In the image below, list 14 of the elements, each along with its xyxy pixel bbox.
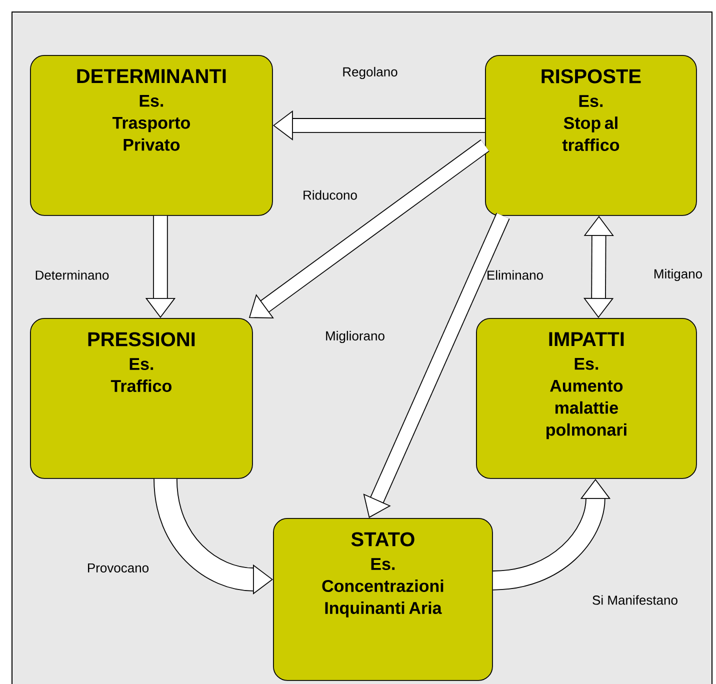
process-box: DETERMINANTI Es. Trasporto Privato — [30, 55, 273, 216]
edge-label: Migliorano — [326, 330, 384, 344]
edge-label: Regolano — [343, 66, 398, 80]
edge-label: Riducono — [304, 190, 357, 200]
block-arrow — [363, 212, 510, 518]
edge-label: Mitigano — [654, 268, 702, 282]
process-box: IMPATTI Es. Aumento malattie polmonari — [476, 318, 697, 479]
text-label: Eliminano — [488, 270, 543, 280]
edge-label: Determinano — [36, 270, 109, 280]
process-box: RISPOSTE Es. Stop al traffico — [485, 55, 697, 216]
edge-label: Si Manifestano — [592, 595, 678, 605]
process-box: STATO Es. Concentrazioni Inquinanti Aria — [273, 518, 493, 681]
process-box: PRESSIONI Es. Traffico — [30, 318, 253, 479]
edge-label: Provocano — [88, 563, 149, 573]
